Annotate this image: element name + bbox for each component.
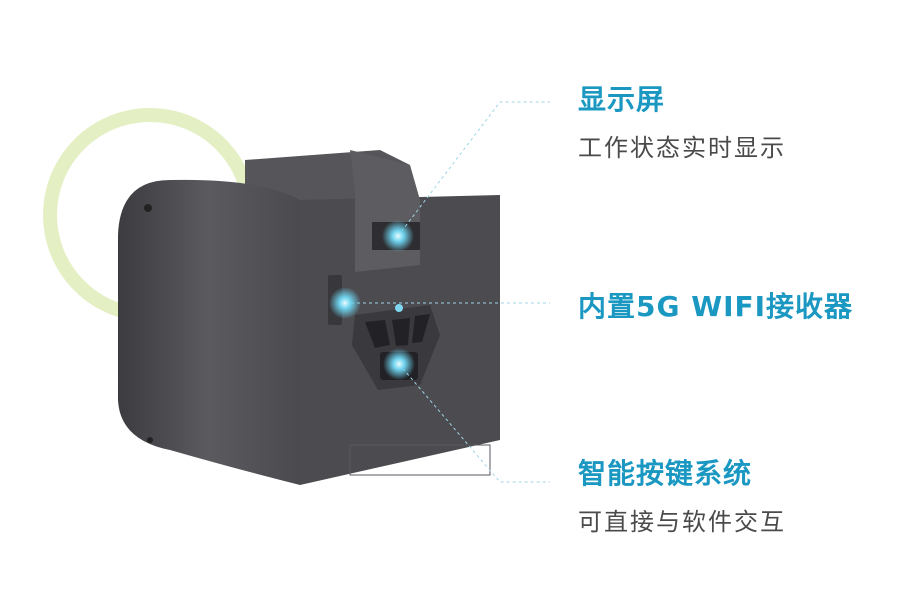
- device: [118, 150, 500, 486]
- buttons-hotspot[interactable]: [383, 348, 415, 380]
- feature-subtitle-display: 工作状态实时显示: [578, 134, 786, 162]
- callout-lines: [345, 101, 550, 483]
- wifi-hotspot[interactable]: [329, 287, 361, 319]
- feature-title-wifi: 内置5G WIFI接收器: [578, 290, 854, 323]
- display-hotspot[interactable]: [382, 220, 414, 252]
- led-indicator: [395, 304, 403, 312]
- feature-subtitle-buttons: 可直接与软件交互: [578, 508, 786, 536]
- feature-title-buttons: 智能按键系统: [578, 457, 753, 490]
- feature-title-display: 显示屏: [578, 83, 666, 116]
